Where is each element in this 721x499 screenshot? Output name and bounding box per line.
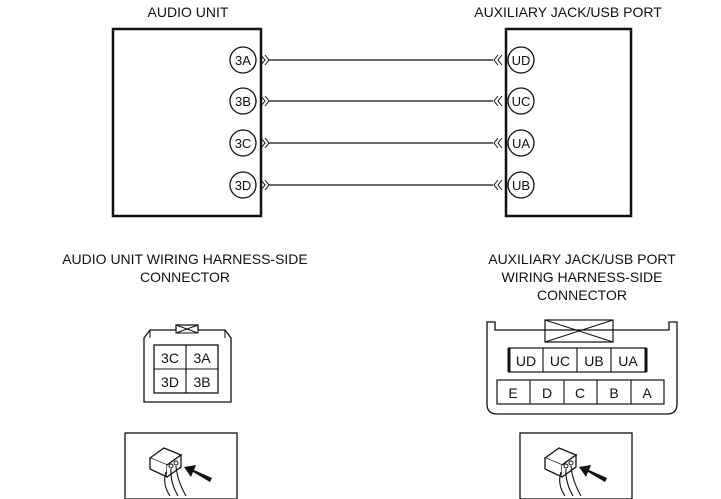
audio-connector-face: 3C 3A 3D 3B bbox=[143, 324, 232, 403]
aux-connector-caption-line1: AUXILIARY JACK/USB PORT bbox=[488, 251, 676, 267]
audio-connector-caption-line1: AUDIO UNIT WIRING HARNESS-SIDE bbox=[62, 251, 308, 267]
audio-unit-title: AUDIO UNIT bbox=[148, 4, 229, 20]
audio-pin-label: 3D bbox=[235, 178, 252, 193]
aux-pin-label: UB bbox=[512, 178, 530, 193]
wire-row-2: 3B UC bbox=[229, 87, 535, 115]
wire-row-4: 3D UB bbox=[229, 171, 535, 199]
aux-connector-top-cell: UD bbox=[516, 353, 536, 369]
audio-unit-box bbox=[111, 27, 263, 218]
aux-pin-label: UA bbox=[512, 136, 530, 151]
audio-connector-cell: 3B bbox=[193, 374, 210, 390]
aux-connector-bottom-cell: B bbox=[609, 385, 618, 401]
harness-side-view-icon bbox=[519, 432, 633, 499]
aux-unit-box bbox=[504, 27, 633, 218]
aux-connector-bottom-cell: E bbox=[508, 385, 517, 401]
aux-connector-face: UD UC UB UA E D C B A bbox=[486, 319, 678, 415]
aux-pin-label: UD bbox=[512, 53, 531, 68]
aux-connector-top-cell: UB bbox=[584, 353, 603, 369]
wire-row-3: 3C UA bbox=[229, 129, 535, 157]
aux-connector-top-cell: UC bbox=[550, 353, 570, 369]
aux-connector-bottom-cell: A bbox=[642, 385, 652, 401]
aux-connector-top-cell: UA bbox=[618, 353, 638, 369]
audio-connector-cell: 3A bbox=[193, 350, 211, 366]
wire-row-1: 3A UD bbox=[229, 46, 535, 74]
audio-pin-label: 3C bbox=[235, 136, 252, 151]
audio-pin-label: 3A bbox=[235, 53, 251, 68]
aux-pin-label: UC bbox=[512, 94, 531, 109]
audio-pin-label: 3B bbox=[235, 94, 251, 109]
aux-connector-bottom-cell: D bbox=[542, 385, 552, 401]
aux-unit-title: AUXILIARY JACK/USB PORT bbox=[474, 4, 662, 20]
aux-connector-bottom-cell: C bbox=[575, 385, 585, 401]
audio-connector-caption-line2: CONNECTOR bbox=[140, 269, 230, 285]
harness-side-view-icon bbox=[124, 432, 238, 499]
audio-connector-cell: 3C bbox=[161, 350, 179, 366]
aux-connector-caption-line2: WIRING HARNESS-SIDE bbox=[501, 269, 662, 285]
aux-connector-caption-line3: CONNECTOR bbox=[537, 287, 627, 303]
audio-connector-cell: 3D bbox=[161, 374, 179, 390]
